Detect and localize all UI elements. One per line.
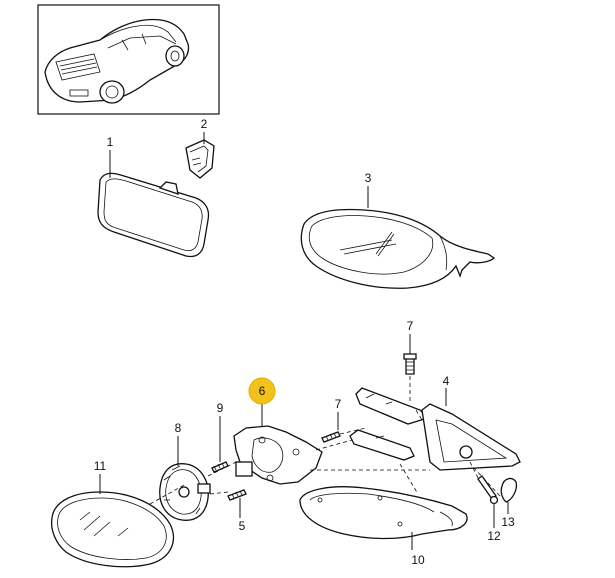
callout-9: 9	[217, 401, 224, 415]
part-5-screw	[227, 489, 247, 501]
highlight-badge	[248, 377, 276, 405]
callout-4: 4	[443, 374, 450, 388]
vehicle-thumbnail	[37, 4, 220, 115]
part-12-screw	[477, 475, 499, 505]
part-7-screw-b	[403, 353, 417, 375]
callout-11: 11	[94, 459, 107, 473]
part-1-interior-mirror	[97, 172, 210, 258]
callout-2: 2	[201, 117, 208, 131]
part-8-adjuster	[159, 463, 211, 521]
callout-1: 1	[107, 135, 114, 149]
callout-13: 13	[501, 515, 515, 529]
callout-3: 3	[365, 171, 372, 185]
callout-6: 6	[259, 384, 266, 398]
callout-12: 12	[487, 529, 501, 543]
callout-labels: 1 2 3 4 5 6 7 7 8 9 10 11 12 13	[94, 117, 515, 567]
assembly-lines	[149, 376, 501, 505]
part-7-screw-a	[321, 431, 341, 443]
callout-8: 8	[175, 421, 182, 435]
callout-5: 5	[239, 519, 246, 533]
car-icon	[44, 18, 190, 104]
callout-7a: 7	[335, 397, 342, 411]
part-11-mirror-glass	[50, 491, 174, 568]
part-9-screw	[211, 461, 229, 473]
part-2-mirror-base	[185, 139, 215, 179]
part-6-mirror-base	[233, 425, 323, 485]
part-3-housing-cover	[300, 208, 496, 289]
part-4-mirror-arm	[349, 387, 521, 471]
callout-7b: 7	[407, 319, 414, 333]
part-10-lower-cover	[299, 486, 468, 540]
callout-10: 10	[411, 553, 425, 567]
leader-lines	[99, 132, 509, 550]
part-13-cap	[500, 477, 518, 503]
